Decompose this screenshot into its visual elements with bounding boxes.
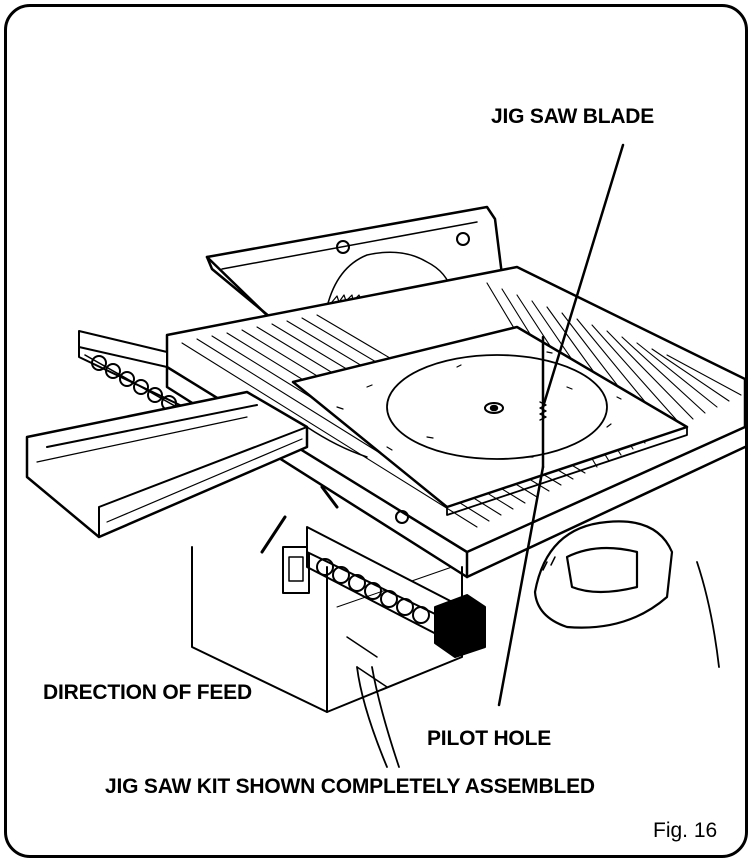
jig-saw-table-plate [291,325,689,516]
label-pilot-hole: PILOT HOLE [427,727,552,750]
table-saw-illustration [25,143,745,768]
leader-lines [497,143,625,707]
figure-caption: JIG SAW KIT SHOWN COMPLETELY ASSEMBLED [105,775,595,798]
blade-guard [205,205,504,329]
power-cords [356,561,720,768]
power-switch [282,546,310,594]
label-direction-of-feed: DIRECTION OF FEED [43,681,252,704]
lock-handle [260,485,409,554]
rail-end-cap [434,594,486,658]
motor-housing [533,520,674,629]
jig-saw-blade [539,335,547,469]
label-jig-saw-blade: JIG SAW BLADE [491,105,655,128]
extension-tray [25,390,309,539]
figure-number: Fig. 16 [653,819,718,842]
figure-frame: JIG SAW BLADE DIRECTION OF FEED PILOT HO… [4,4,748,858]
